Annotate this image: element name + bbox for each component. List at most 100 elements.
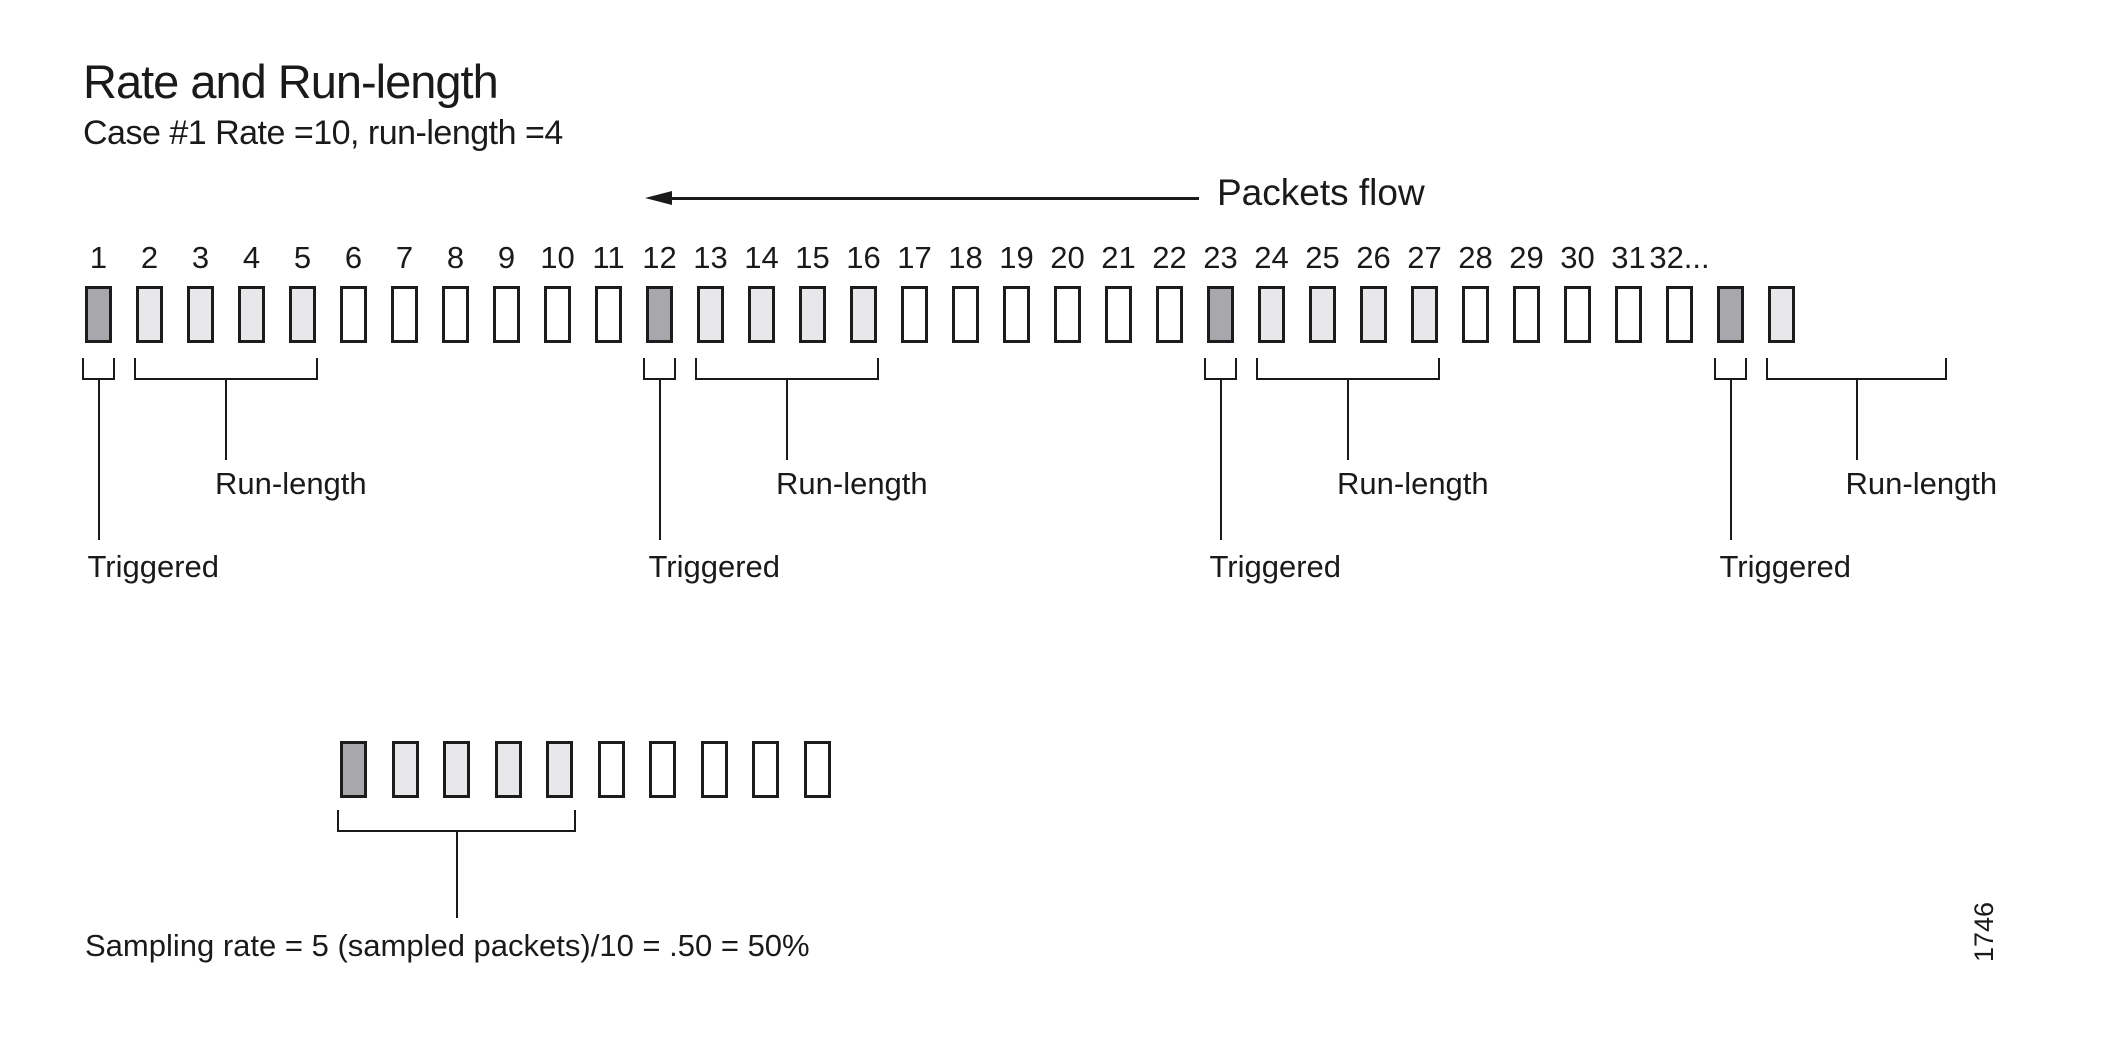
packet-box-triggered [1207,286,1234,343]
packet-box-unsampled [340,286,367,343]
packet-number: 24 [1254,240,1289,275]
packet-box-sampled [289,286,316,343]
packet-number: 32... [1649,240,1710,275]
triggered-label: Triggered [1209,549,1342,584]
packets-flow-arrow-line [658,197,1199,200]
packet-box-unsampled [1054,286,1081,343]
run-length-label: Run-length [1845,466,1998,501]
packet-box-sampled [1309,286,1336,343]
packet-number: 5 [293,240,312,275]
summary-box-unsampled [700,741,728,798]
summary-box-unsampled [803,741,831,798]
packet-number: 28 [1458,240,1493,275]
packet-number: 1 [89,240,108,275]
triggered-bracket [82,358,115,380]
packet-box-unsampled [1666,286,1693,343]
packet-box-sampled [136,286,163,343]
packet-number: 14 [744,240,779,275]
packet-number: 7 [395,240,414,275]
packet-box-unsampled [1513,286,1540,343]
triggered-connector-line [1729,378,1732,540]
summary-box-sampled [443,741,470,798]
packet-number: 6 [344,240,363,275]
packet-number: 3 [191,240,210,275]
packet-number: 15 [795,240,830,275]
packet-number: 12 [642,240,677,275]
packet-box-unsampled [1615,286,1642,343]
summary-box-unsampled [649,741,676,798]
packet-box-unsampled [493,286,520,343]
packet-number: 26 [1356,240,1391,275]
packet-box-sampled [238,286,265,343]
summary-box-unsampled [752,741,779,798]
packet-box-triggered [1717,286,1744,343]
packet-number: 30 [1560,240,1595,275]
packet-box-unsampled [1105,286,1132,343]
packet-box-unsampled [952,286,979,343]
run-length-connector-line [786,378,788,460]
summary-bracket [337,810,576,832]
packet-number: 29 [1509,240,1544,275]
run-length-connector-line [1347,378,1349,460]
triggered-label: Triggered [87,549,220,584]
packet-number: 23 [1203,240,1238,275]
packet-number: 16 [846,240,881,275]
packet-number: 13 [693,240,728,275]
packet-box-unsampled [901,286,928,343]
packet-box-sampled [1258,286,1285,343]
packet-number: 25 [1305,240,1340,275]
packet-number: 18 [948,240,983,275]
triggered-bracket [643,358,676,380]
packet-box-unsampled [1564,286,1591,343]
case-subtitle: Case #1 Rate =10, run-length =4 [83,114,563,152]
triggered-label: Triggered [1719,549,1852,584]
sampling-rate-caption: Sampling rate = 5 (sampled packets)/10 =… [85,928,810,963]
run-length-bracket [1256,358,1440,380]
packet-number: 19 [999,240,1034,275]
packet-number: 8 [446,240,465,275]
packet-box-unsampled [1156,286,1183,343]
packet-number: 31 [1611,240,1646,275]
packet-box-sampled [697,286,724,343]
packet-box-sampled [1411,286,1438,343]
triggered-connector-line [658,378,661,540]
triggered-bracket [1714,358,1747,380]
run-length-label: Run-length [776,466,928,501]
run-length-label: Run-length [215,466,367,501]
left-arrow-icon [645,191,672,205]
summary-box-sampled [391,741,419,798]
triggered-connector-line [97,378,100,540]
packet-box-triggered [646,286,673,343]
packet-number: 27 [1407,240,1442,275]
triggered-bracket [1204,358,1237,380]
triggered-label: Triggered [648,549,781,584]
triggered-connector-line [1219,378,1222,540]
run-length-connector-line [225,378,227,460]
packet-number: 9 [497,240,516,275]
packet-box-unsampled [391,286,418,343]
run-length-bracket [134,358,318,380]
packet-box-unsampled [544,286,571,343]
summary-box-sampled [546,741,573,798]
run-length-label: Run-length [1337,466,1489,501]
packet-box-sampled [799,286,826,343]
packets-flow-label: Packets flow [1217,172,1425,213]
packet-number: 22 [1152,240,1187,275]
summary-box-triggered [340,741,367,798]
packet-box-sampled [1768,286,1795,343]
packet-box-sampled [187,286,214,343]
packet-number: 17 [897,240,932,275]
run-length-bracket [695,358,879,380]
run-length-bracket [1766,358,1947,380]
packet-box-unsampled [1462,286,1489,343]
figure-number: 1746 [1969,901,1999,963]
packet-box-unsampled [595,286,622,343]
run-length-connector-line [1855,378,1858,460]
packet-number: 10 [540,240,575,275]
packet-box-sampled [1360,286,1387,343]
packet-box-sampled [850,286,877,343]
page-title: Rate and Run-length [83,55,499,108]
packet-box-triggered [85,286,112,343]
packet-number: 2 [140,240,159,275]
